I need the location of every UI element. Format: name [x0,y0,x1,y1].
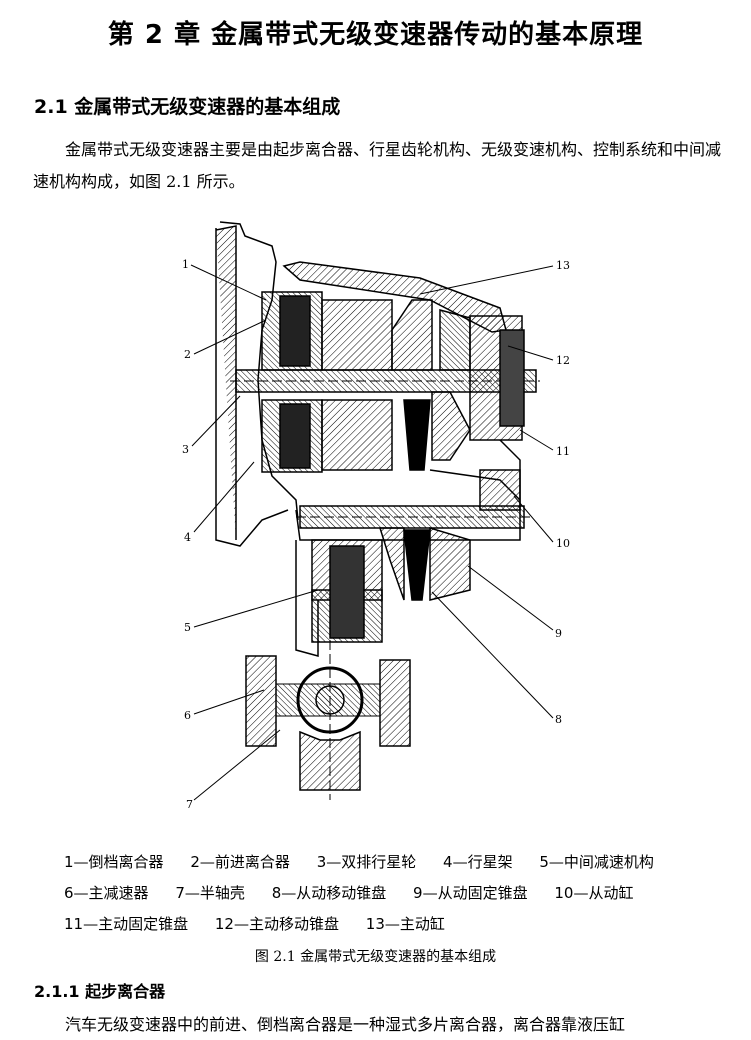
legend-number: 13 [365,915,385,933]
intro-paragraph: 金属带式无级变速器主要是由起步离合器、行星齿轮机构、无级变速机构、控制系统和中间… [33,140,722,191]
figure-label-7: 7 [186,798,193,811]
subsection-title: 2.1.1 起步离合器 [34,982,166,1001]
legend-item: 3—双排行星轮 [317,853,417,871]
legend-number: 2 [190,853,200,871]
legend-text: —主减速器 [73,884,149,902]
legend-text: —半轴壳 [184,884,245,902]
legend-item: 1—倒档离合器 [64,853,164,871]
legend-number: 12 [214,915,234,933]
legend-number: 10 [554,884,574,902]
legend-text: —从动缸 [573,884,634,902]
legend-item: 7—半轴壳 [175,884,245,902]
figure-label-13: 13 [556,259,570,272]
figure-label-3: 3 [182,443,189,456]
legend-number: 6 [64,884,74,902]
legend-text: —前进离合器 [199,853,290,871]
legend-item: 10—从动缸 [554,884,633,902]
legend-item: 11—主动固定锥盘 [64,915,188,933]
legend-text: —中间减速机构 [548,853,654,871]
legend-number: 1 [64,853,74,871]
figure-legend: 1—倒档离合器 2—前进离合器 3—双排行星轮 4—行星架 5—中间减速机构 6… [64,847,724,940]
legend-text: —主动固定锥盘 [83,915,189,933]
legend-text: —倒档离合器 [73,853,164,871]
legend-text: —双排行星轮 [326,853,417,871]
figure-label-6: 6 [184,709,191,722]
legend-number: 7 [175,884,185,902]
chapter-title: 第 2 章 金属带式无级变速器传动的基本原理 [107,20,644,50]
next-paragraph: 汽车无级变速器中的前进、倒档离合器是一种湿式多片离合器，离合器靠液压缸 [65,1015,626,1034]
legend-item: 6—主减速器 [64,884,149,902]
legend-item: 2—前进离合器 [190,853,290,871]
legend-item: 4—行星架 [443,853,513,871]
legend-item: 5—中间减速机构 [539,853,654,871]
figure-label-9: 9 [555,627,562,640]
figure-label-11: 11 [556,445,570,458]
legend-number: 8 [271,884,282,902]
figure-label-8: 8 [555,713,562,726]
figure-label-1: 1 [182,258,189,271]
legend-item: 13—主动缸 [366,915,445,933]
section-title: 2.1 金属带式无级变速器的基本组成 [34,96,341,118]
legend-number: 11 [64,915,84,933]
legend-line: 11—主动固定锥盘 12—主动移动锥盘 13—主动缸 [64,909,724,940]
legend-text: —主动移动锥盘 [233,915,339,933]
legend-text: —行星架 [452,853,513,871]
figure-caption: 图 2.1 金属带式无级变速器的基本组成 [254,949,497,965]
legend-number: 5 [539,853,549,871]
legend-item: 12—主动移动锥盘 [215,915,339,933]
legend-number: 4 [443,853,453,871]
legend-text: —从动固定锥盘 [422,884,528,902]
legend-item: 9—从动固定锥盘 [413,884,528,902]
legend-number: 9 [413,884,423,902]
legend-text: —主动缸 [384,915,445,933]
figure-label-4: 4 [184,531,191,544]
legend-line: 1—倒档离合器 2—前进离合器 3—双排行星轮 4—行星架 5—中间减速机构 [64,847,724,878]
figure-label-2: 2 [184,348,191,361]
figure-label-12: 12 [556,354,570,367]
figure-label-10: 10 [556,537,570,550]
legend-text: —从动移动锥盘 [281,884,387,902]
cvt-cross-section-figure: 1 2 3 4 5 6 7 8 9 10 11 12 13 [182,221,570,811]
legend-item: 8—从动移动锥盘 [272,884,387,902]
legend-number: 3 [316,853,327,871]
figure-label-5: 5 [184,621,191,634]
legend-line: 6—主减速器 7—半轴壳 8—从动移动锥盘 9—从动固定锥盘 10—从动缸 [64,878,724,909]
